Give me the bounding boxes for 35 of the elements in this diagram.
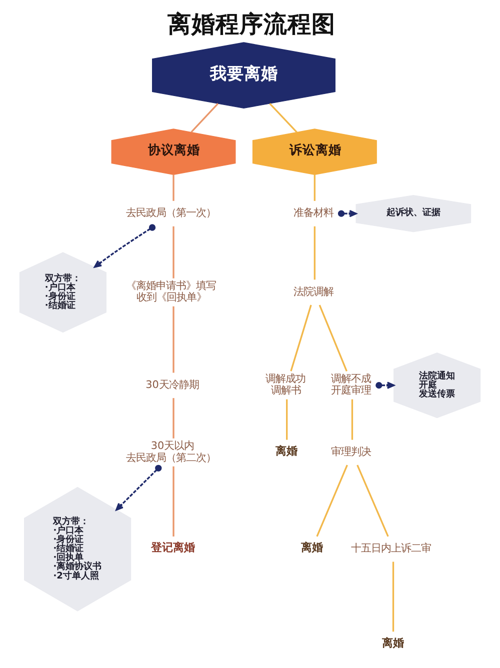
connector: [351, 399, 354, 440]
connector: [286, 399, 288, 440]
node-text: 准备材料: [293, 207, 334, 220]
connector: [314, 174, 316, 201]
connector: [172, 398, 174, 438]
node-text: 调解成功 调解书: [266, 372, 306, 397]
node-text: 《离婚申请书》填写 收到《回执单》: [126, 280, 216, 304]
connector: [314, 226, 316, 280]
connector: [172, 174, 174, 201]
connector: [172, 306, 174, 373]
node-text: 登记离婚: [151, 541, 196, 554]
arrow: [116, 464, 162, 511]
node-text: 十五日内上诉二审: [351, 542, 432, 555]
connector: [356, 464, 389, 537]
connector: [392, 562, 394, 632]
node-text: 法院调解: [293, 286, 334, 298]
node-text: 离婚: [300, 541, 323, 554]
connector: [172, 466, 174, 536]
connector: [290, 304, 312, 372]
arrow: [94, 224, 156, 268]
node-text: 30天以内 去民政局（第二次）: [126, 440, 216, 464]
connector: [190, 103, 219, 133]
node-text: 30天冷静期: [146, 378, 199, 391]
connector: [172, 226, 174, 278]
node-text: 离婚: [276, 444, 298, 458]
node-text: 审理判决: [331, 446, 372, 458]
arrow: [376, 382, 395, 389]
diagram-title: 离婚程序流程图: [168, 10, 336, 38]
connector: [269, 103, 298, 133]
node-text: 调解不成 开庭审理: [331, 372, 372, 397]
connector: [316, 464, 348, 537]
connector: [318, 304, 348, 372]
node-text: 离婚: [382, 636, 404, 650]
node-text: 去民政局（第一次）: [126, 207, 216, 220]
arrow: [338, 210, 357, 218]
